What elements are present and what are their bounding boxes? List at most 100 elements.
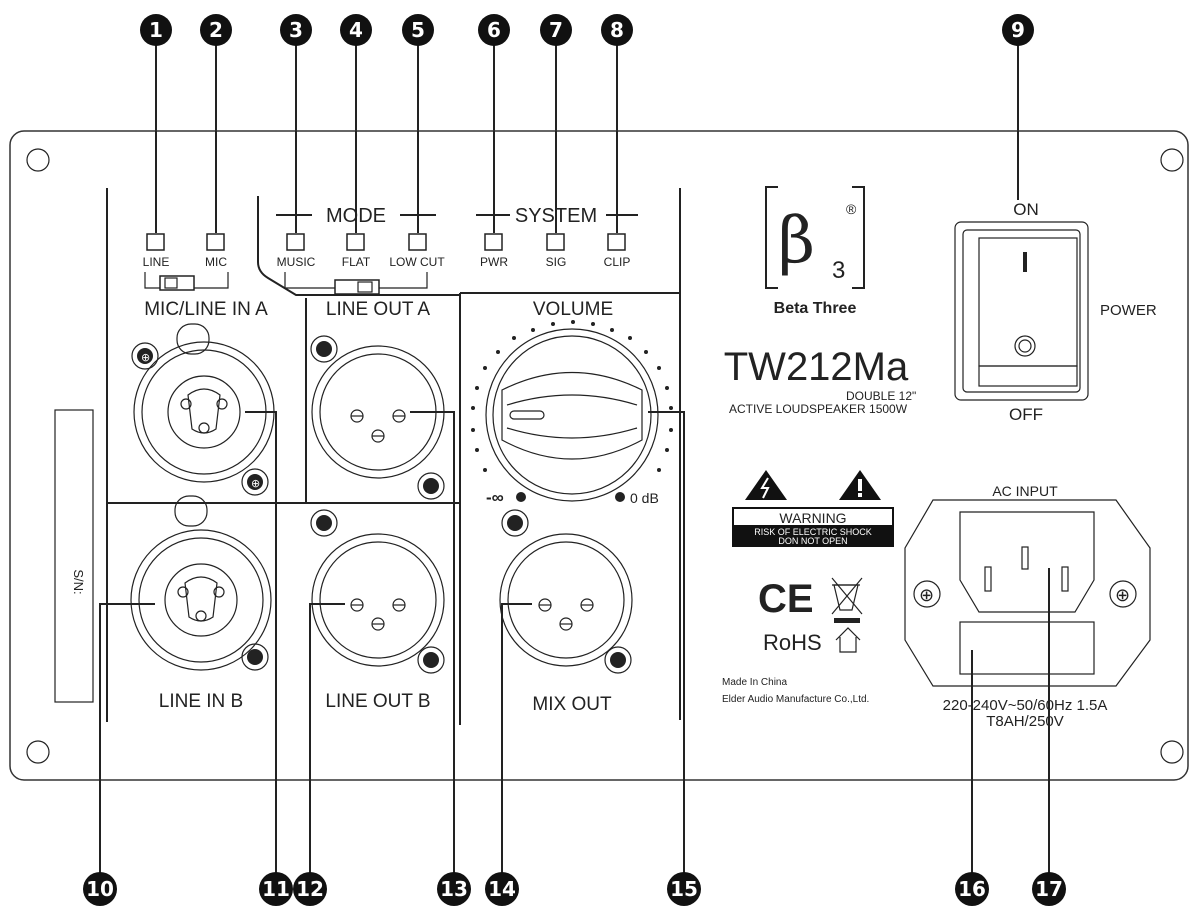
svg-text:14: 14 <box>488 877 516 901</box>
svg-text:2: 2 <box>209 18 223 42</box>
led-mic-label: MIC <box>205 255 227 269</box>
led-indicators: LINE MIC MUSIC FLAT LOW CUT PWR SIG CLIP <box>143 233 631 269</box>
svg-text:10: 10 <box>86 877 114 901</box>
led-music <box>286 233 305 251</box>
svg-text:⊕: ⊕ <box>251 477 260 490</box>
mount-hole-top-right <box>1160 148 1184 172</box>
svg-text:4: 4 <box>349 18 363 42</box>
mount-hole-bottom-right <box>1160 740 1184 764</box>
made-in: Made In China <box>722 677 787 688</box>
led-line <box>146 233 165 251</box>
volume-knob[interactable] <box>485 328 659 502</box>
svg-text:9: 9 <box>1011 18 1025 42</box>
svg-text:7: 7 <box>549 18 563 42</box>
ac-input-label: AC INPUT <box>992 483 1058 499</box>
svg-text:⊕: ⊕ <box>1115 585 1130 606</box>
section-dividers <box>106 188 681 725</box>
callout-2: 2 <box>200 14 232 46</box>
caution-icon <box>839 470 881 500</box>
rohs-mark: RoHS <box>763 630 822 655</box>
power-switch[interactable] <box>954 221 1089 401</box>
warning-line1: RISK OF ELECTRIC SHOCK <box>754 527 872 537</box>
mode-label: MODE <box>326 205 386 227</box>
svg-text:⊕: ⊕ <box>919 585 934 606</box>
line-mic-switch[interactable] <box>144 272 229 291</box>
svg-text:17: 17 <box>1035 877 1063 901</box>
callout-3: 3 <box>280 14 312 46</box>
mode-switch[interactable] <box>284 272 428 295</box>
led-pwr-label: PWR <box>480 255 508 269</box>
mic-line-in-a-label: MIC/LINE IN A <box>144 299 268 320</box>
bottom-callout-lines <box>99 411 1050 888</box>
ac-spec-2: T8AH/250V <box>986 713 1064 730</box>
callout-9: 9 <box>1002 14 1034 46</box>
model-name: TW212Ma <box>724 345 909 389</box>
callout-10: 10 <box>83 872 117 906</box>
callout-7: 7 <box>540 14 572 46</box>
warning-title: WARNING <box>779 510 846 526</box>
warning-box <box>732 507 894 547</box>
led-music-label: MUSIC <box>277 255 316 269</box>
callout-17: 17 <box>1032 872 1066 906</box>
callout-8: 8 <box>601 14 633 46</box>
svg-text:16: 16 <box>958 877 986 901</box>
serial-strip <box>54 409 94 703</box>
volume-max-label: 0 dB <box>630 490 659 506</box>
line-out-a-label: LINE OUT A <box>326 299 431 320</box>
brand-name: Beta Three <box>774 300 857 317</box>
ac-inlet[interactable]: ⊕ ⊕ <box>904 499 1151 687</box>
xlr-line-out-b[interactable] <box>310 509 445 674</box>
mix-out-label: MIX OUT <box>532 694 612 715</box>
led-mic <box>206 233 225 251</box>
callout-4: 4 <box>340 14 372 46</box>
mount-hole-top-left <box>26 148 50 172</box>
combo-jack-a[interactable]: ⊕ ⊕ <box>131 323 275 496</box>
xlr-mix-out[interactable] <box>499 509 633 674</box>
svg-text:®: ® <box>846 201 857 217</box>
svg-text:11: 11 <box>262 877 290 901</box>
line-out-b-label: LINE OUT B <box>325 691 430 712</box>
led-sig-label: SIG <box>546 255 567 269</box>
svg-text:β: β <box>778 204 815 278</box>
model-sub1: DOUBLE 12" <box>846 389 916 403</box>
svg-text:6: 6 <box>487 18 501 42</box>
svg-text:12: 12 <box>296 877 324 901</box>
led-clip <box>607 233 626 251</box>
model-sub2: ACTIVE LOUDSPEAKER 1500W <box>729 402 908 416</box>
callout-1: 1 <box>140 14 172 46</box>
svg-text:8: 8 <box>610 18 624 42</box>
warning-line2: DON NOT OPEN <box>778 536 847 546</box>
combo-jack-b[interactable] <box>130 495 272 671</box>
callout-15: 15 <box>667 872 701 906</box>
panel-outline <box>9 130 1189 781</box>
serial-label: S/N: <box>71 569 86 594</box>
power-label: POWER <box>1100 302 1157 319</box>
led-flat-label: FLAT <box>342 255 371 269</box>
brand-logo: β 3 ® <box>765 186 865 289</box>
system-label: SYSTEM <box>515 205 597 227</box>
bottom-callouts: 10 11 12 13 14 15 16 17 <box>83 872 1066 906</box>
callout-14: 14 <box>485 872 519 906</box>
svg-text:⊕: ⊕ <box>141 351 150 364</box>
led-sig <box>546 233 565 251</box>
led-low-cut <box>408 233 427 251</box>
led-low-cut-label: LOW CUT <box>389 255 445 269</box>
ce-mark: CE <box>758 577 814 621</box>
svg-text:13: 13 <box>440 877 468 901</box>
svg-text:3: 3 <box>832 257 845 284</box>
led-clip-label: CLIP <box>604 255 631 269</box>
line-in-b-label: LINE IN B <box>159 691 243 712</box>
svg-text:15: 15 <box>670 877 698 901</box>
svg-text:3: 3 <box>289 18 303 42</box>
svg-text:1: 1 <box>149 18 163 42</box>
switch-off-label: OFF <box>1009 405 1043 424</box>
top-callouts: 1 2 3 4 5 6 7 8 9 <box>140 14 1034 233</box>
callout-12: 12 <box>293 872 327 906</box>
led-line-label: LINE <box>143 255 170 269</box>
svg-text:5: 5 <box>411 18 425 42</box>
led-pwr <box>484 233 503 251</box>
callout-13: 13 <box>437 872 471 906</box>
volume-label: VOLUME <box>533 299 613 320</box>
callout-6: 6 <box>478 14 510 46</box>
